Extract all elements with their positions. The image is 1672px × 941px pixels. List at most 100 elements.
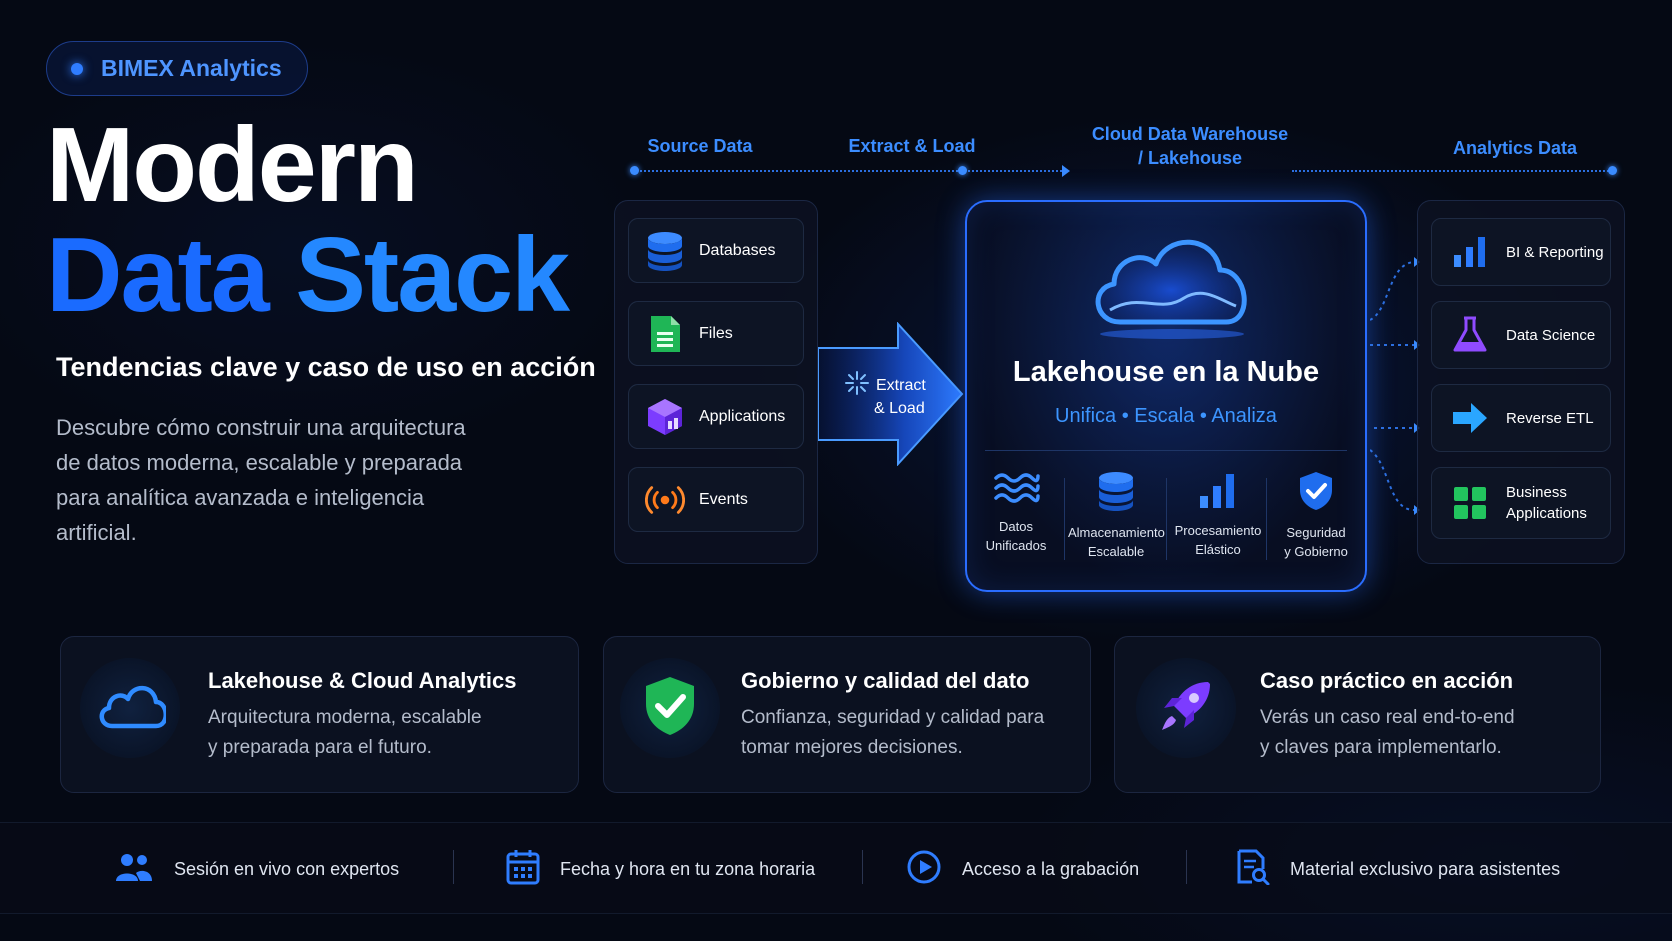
footer-label: Acceso a la grabación [962, 858, 1140, 879]
feature-divider [1166, 478, 1167, 560]
output-item-business-applications[interactable]: Business Applications [1431, 467, 1611, 539]
source-label: Events [699, 490, 748, 508]
card-text-line2: tomar mejores decisiones. [741, 737, 963, 758]
applications-cube-icon [645, 397, 685, 437]
shield-check-icon [1297, 472, 1335, 516]
waves-icon [992, 473, 1040, 510]
output-label: Data Science [1506, 326, 1596, 344]
footer-label: Material exclusivo para asistentes [1290, 858, 1561, 879]
output-connectors [1370, 257, 1420, 515]
play-icon [906, 849, 942, 890]
events-broadcast-icon [645, 480, 685, 520]
output-label: BI & Reporting [1506, 243, 1604, 261]
card-icon-wrap [80, 658, 180, 758]
stage-extract: Extract & Load [848, 136, 976, 156]
flow-line-right [1292, 170, 1612, 172]
output-item-data-science[interactable]: Data Science [1431, 301, 1611, 369]
source-item-databases[interactable]: Databases [628, 218, 804, 283]
card-text-line2: y preparada para el futuro. [208, 737, 432, 758]
grid-icon [1450, 483, 1490, 523]
cloud-icon [94, 680, 168, 737]
users-icon [114, 851, 154, 888]
card-title: Lakehouse & Cloud Analytics [208, 668, 517, 693]
brand-dot [71, 62, 83, 75]
source-label: Applications [699, 407, 786, 425]
stage-warehouse-line2: / Lakehouse [1137, 148, 1243, 168]
calendar-icon [506, 849, 540, 890]
document-search-icon [1236, 849, 1270, 890]
footer-item-material: Material exclusivo para asistentes [1236, 849, 1561, 890]
feature-line2: y Gobierno [1284, 544, 1348, 559]
source-item-applications[interactable]: Applications [628, 384, 804, 449]
card-text: Confianza, seguridad y calidad para toma… [741, 703, 1044, 763]
file-icon [645, 314, 685, 354]
stage-warehouse: Cloud Data Warehouse / Lakehouse [1060, 122, 1320, 170]
feature-label: Almacenamiento Escalable [1068, 523, 1165, 561]
extract-load-line2: & Load [874, 400, 925, 417]
output-label-line1: Business [1506, 484, 1567, 501]
footer-divider [1186, 850, 1187, 884]
feature-line1: Almacenamiento [1068, 525, 1165, 540]
card-text-line1: Confianza, seguridad y calidad para [741, 707, 1045, 728]
footer-divider [862, 850, 863, 884]
extract-load-arrow [818, 322, 964, 466]
feature-line2: Escalable [1087, 544, 1145, 559]
output-item-reverse-etl[interactable]: Reverse ETL [1431, 384, 1611, 452]
source-item-files[interactable]: Files [628, 301, 804, 366]
lakehouse-feature: Datos Unificados [968, 470, 1064, 555]
footer-item-live-session: Sesión en vivo con expertos [114, 851, 399, 887]
extract-load-line1: Extract [876, 377, 926, 394]
card-text-line1: Arquitectura moderna, escalable [208, 707, 482, 728]
brand-pill: BIMEX Analytics [46, 41, 308, 96]
source-label: Databases [699, 241, 776, 259]
bar-chart-icon [1450, 232, 1490, 272]
flow-arrowhead [1062, 165, 1070, 177]
stage-analytics: Analytics Data [1452, 138, 1578, 158]
lakehouse-feature: Procesamiento Elástico [1170, 470, 1266, 559]
feature-label: Seguridad y Gobierno [1268, 523, 1364, 561]
lakehouse-divider [985, 450, 1347, 451]
database-icon [1096, 472, 1136, 516]
feature-line1: Datos [999, 519, 1033, 534]
arrow-right-icon [1450, 398, 1490, 438]
stage-source: Source Data [647, 136, 753, 156]
footer-label: Fecha y hora en tu zona horaria [560, 858, 816, 879]
feature-label: Datos Unificados [968, 517, 1064, 555]
hero-title-line1: Modern [46, 106, 419, 224]
source-item-events[interactable]: Events [628, 467, 804, 532]
flow-dot [958, 166, 967, 175]
card-text-line1: Verás un caso real end-to-end [1260, 707, 1515, 728]
footer-label: Sesión en vivo con expertos [174, 858, 400, 879]
sparkle-icon [844, 370, 870, 401]
lakehouse-tagline: Unifica • Escala • Analiza [1055, 405, 1277, 427]
hero-subtitle: Tendencias clave y caso de uso en acción [56, 352, 596, 382]
flask-icon [1450, 315, 1490, 355]
lakehouse-title: Lakehouse en la Nube [1012, 356, 1320, 388]
feature-divider [1064, 478, 1065, 560]
footer-item-datetime: Fecha y hora en tu zona horaria [506, 849, 816, 890]
output-label: Business Applications [1506, 482, 1587, 524]
lakehouse-feature: Almacenamiento Escalable [1068, 470, 1165, 561]
shield-check-icon [642, 674, 698, 743]
bar-chart-icon [1198, 474, 1238, 514]
hero-description: Descubre cómo construir una arquitectura… [56, 415, 466, 545]
feature-divider [1266, 478, 1267, 560]
cloud-icon [1095, 239, 1247, 339]
footer-item-recording: Acceso a la grabación [906, 849, 1140, 890]
source-label: Files [699, 324, 733, 342]
footer-bar [0, 822, 1672, 914]
extract-load-label: Extract & Load [874, 374, 926, 420]
brand-label: BIMEX Analytics [101, 55, 282, 81]
output-label: Reverse ETL [1506, 409, 1594, 427]
database-icon [645, 231, 685, 271]
output-item-bi-reporting[interactable]: BI & Reporting [1431, 218, 1611, 286]
card-text-line2: y claves para implementarlo. [1260, 737, 1502, 758]
flow-dot [630, 166, 639, 175]
hero-title-stack: Stack [295, 216, 570, 334]
hero-title-line2: Data Stack [46, 222, 570, 328]
card-title: Caso práctico en acción [1260, 668, 1514, 693]
rocket-icon [1156, 676, 1216, 741]
feature-line1: Seguridad [1286, 525, 1346, 540]
card-title: Gobierno y calidad del dato [741, 668, 1030, 693]
card-icon-wrap [620, 658, 720, 758]
